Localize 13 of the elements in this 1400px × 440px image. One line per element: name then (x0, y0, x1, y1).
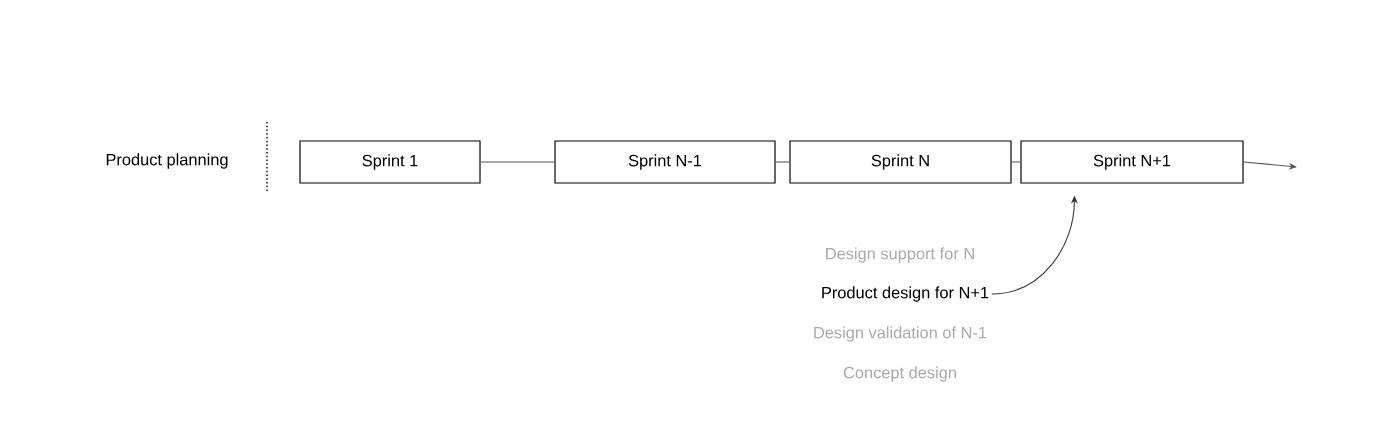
connector-line (775, 161, 790, 163)
phase-text: Product design for N+1 (822, 286, 989, 302)
phase-text: Design support for N (826, 247, 974, 263)
side-label: Product planning (106, 153, 228, 169)
phase-text: Concept design (843, 366, 956, 382)
sprint-box: Sprint N-1 (554, 140, 776, 184)
sprint-box: Sprint N (789, 140, 1012, 184)
phase-text: Design validation of N-1 (814, 326, 987, 342)
connector-line (480, 161, 555, 163)
sprint-box: Sprint N+1 (1020, 140, 1244, 184)
sprint-box: Sprint 1 (299, 140, 481, 184)
arrow (1243, 161, 1297, 170)
connector-line (1011, 161, 1021, 163)
